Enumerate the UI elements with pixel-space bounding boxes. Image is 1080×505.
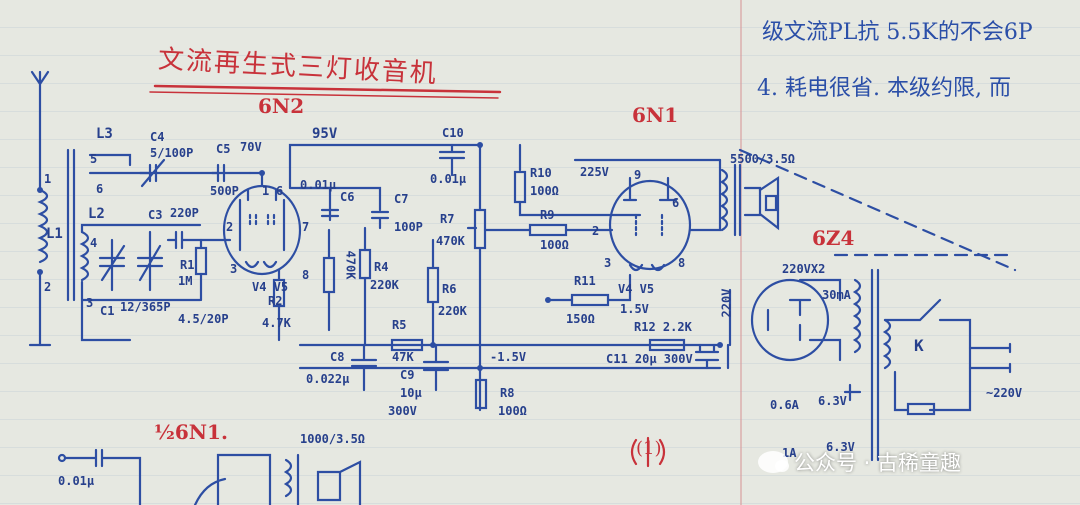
label-r5: R5 — [392, 318, 407, 332]
pin-3-tube1: 3 — [230, 262, 238, 276]
label-r9: R9 — [540, 208, 555, 222]
margin-line — [740, 0, 742, 505]
watermark-text: 公众号 · 古稀童趣 — [794, 451, 962, 475]
label-r4: R4 — [374, 260, 389, 274]
label-l1: L1 — [46, 226, 63, 242]
value-r11: 150Ω — [566, 312, 595, 326]
value-r5: 47K — [392, 350, 414, 364]
voltage-neg: -1.5V — [490, 350, 527, 364]
current-0-6a: 0.6A — [770, 398, 799, 412]
value-r2: 4.7K — [262, 316, 291, 330]
pin-2-tube2: 2 — [592, 224, 600, 238]
label-c3: C3 — [148, 208, 163, 222]
pin-3-tube2: 3 — [604, 256, 612, 270]
pins-tube1: V4 V5 — [252, 280, 289, 294]
label-r2: R2 — [268, 294, 283, 308]
value-r9: 100Ω — [540, 238, 569, 252]
voltage-6-3v-b: 6.3V — [826, 440, 855, 454]
value-c10: 0.01μ — [430, 172, 467, 186]
watermark: 公众号 · 古稀童趣 — [758, 446, 1058, 478]
wechat-icon — [758, 451, 789, 473]
pin-6-tube1: 6 — [276, 184, 284, 198]
value-c5: 500P — [210, 184, 239, 198]
page-mark: (1) — [636, 438, 662, 459]
voltage-ac: ~220V — [986, 386, 1023, 400]
tube-label-half-6n1: ½6N1. — [154, 420, 228, 444]
label-l3: L3 — [96, 126, 113, 142]
value-r3: 470K — [343, 250, 358, 280]
pin-8-tube2: 8 — [678, 256, 686, 270]
voltage-1-5v: 1.5V — [620, 302, 649, 316]
label-c7: C7 — [394, 192, 409, 206]
value-r6: 220K — [438, 304, 467, 318]
value-c8: 0.022μ — [306, 372, 350, 386]
label-c6: C6 — [340, 190, 355, 204]
tube-label-6n1: 6N1 — [632, 103, 679, 127]
label-speaker-transformer: 1000/3.5Ω — [300, 432, 366, 446]
pin-8-tube1: 8 — [302, 268, 310, 282]
label-c1: C1 — [100, 304, 115, 318]
value-c0: 0.01μ — [58, 474, 95, 488]
label-r12: R12 2.2K — [634, 320, 692, 334]
label-c10: C10 — [442, 126, 464, 140]
value-c9: 10μ — [400, 386, 422, 400]
label-output-transformer: 5500/3.5Ω — [730, 152, 796, 166]
pin-l1-2: 2 — [44, 280, 52, 294]
value-r7: 470K — [436, 234, 465, 248]
voltage-95v: 95V — [312, 126, 338, 142]
label-r10: R10 — [530, 166, 552, 180]
label-l2: L2 — [88, 206, 105, 222]
value-r10: 100Ω — [530, 184, 559, 198]
label-switch-k: K — [914, 336, 924, 355]
voltage-70v: 70V — [240, 140, 262, 154]
label-c9: C9 — [400, 368, 415, 382]
voltage-6-3v: 6.3V — [818, 394, 847, 408]
label-r6: R6 — [442, 282, 457, 296]
value-c3: 220P — [170, 206, 199, 220]
pin-6-tube2: 6 — [672, 196, 680, 210]
pin-1-tube1: 1 — [262, 184, 270, 198]
note-line-1: 级文流PL抗 5.5K的不会6P — [762, 20, 1033, 45]
current-30ma: 30mA — [822, 288, 851, 302]
label-r1: R1 — [180, 258, 195, 272]
value-r1: 1M — [178, 274, 193, 288]
label-r7: R7 — [440, 212, 455, 226]
label-c11: C11 20μ 300V — [606, 352, 693, 366]
pin-l2-3: 3 — [86, 296, 94, 310]
voltage-220v: 220V — [719, 288, 734, 318]
note-line-2: 4. 耗电很省. 本级约限, 而 — [757, 76, 1011, 101]
pin-2-tube1: 2 — [226, 220, 234, 234]
pin-l3-5: 5 — [90, 152, 98, 166]
value-c2: 4.5/20P — [178, 312, 229, 326]
voltage-c9: 300V — [388, 404, 417, 418]
label-r8: R8 — [500, 386, 515, 400]
value-c4: 5/100P — [150, 146, 194, 160]
value-r4: 220K — [370, 278, 399, 292]
value-c7: 100P — [394, 220, 423, 234]
tube-label-6n2: 6N2 — [258, 94, 305, 118]
pin-l1-1: 1 — [44, 172, 52, 186]
pin-9-tube2: 9 — [634, 168, 642, 182]
label-c8: C8 — [330, 350, 345, 364]
label-c4: C4 — [150, 130, 165, 144]
tube-label-6z4: 6Z4 — [812, 226, 855, 250]
voltage-225v: 225V — [580, 165, 609, 179]
label-c5: C5 — [216, 142, 231, 156]
value-c1: 12/365P — [120, 300, 171, 314]
pin-l2-4: 4 — [90, 236, 98, 250]
voltage-220vx2: 220VX2 — [782, 262, 826, 276]
value-c6: 0.01μ — [300, 178, 337, 192]
pins-tube2: V4 V5 — [618, 282, 655, 296]
value-r8: 100Ω — [498, 404, 527, 418]
pin-l3-6: 6 — [96, 182, 104, 196]
label-r11: R11 — [574, 274, 596, 288]
pin-7-tube1: 7 — [302, 220, 310, 234]
